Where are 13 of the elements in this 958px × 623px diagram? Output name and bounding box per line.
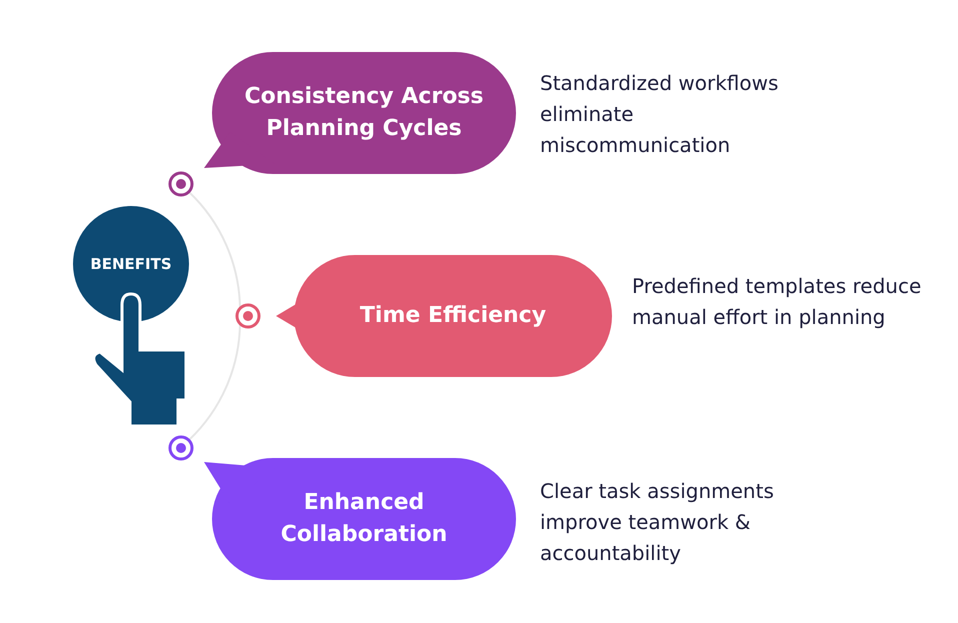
- description-text: Standardized workflows eliminate miscommunication: [540, 70, 780, 159]
- badge-label: BENEFITS: [90, 255, 172, 273]
- arc-line: [188, 324, 241, 441]
- ring-dot: [168, 436, 194, 460]
- description-text: Clear task assignments improve teamwork & accountability: [540, 478, 775, 567]
- arc-line: [188, 191, 241, 308]
- bubble-title: Consistency Across Planning Cycles: [243, 83, 484, 143]
- speech-bubble: [276, 255, 612, 377]
- ring-dot: [236, 304, 260, 328]
- bubble-title: Enhanced Collaboration: [280, 489, 448, 549]
- description-text: Predefined templates reduce manual effort in planning: [632, 273, 922, 331]
- ring-dot: [168, 172, 194, 196]
- bubble-title: Time Efficiency: [358, 302, 548, 330]
